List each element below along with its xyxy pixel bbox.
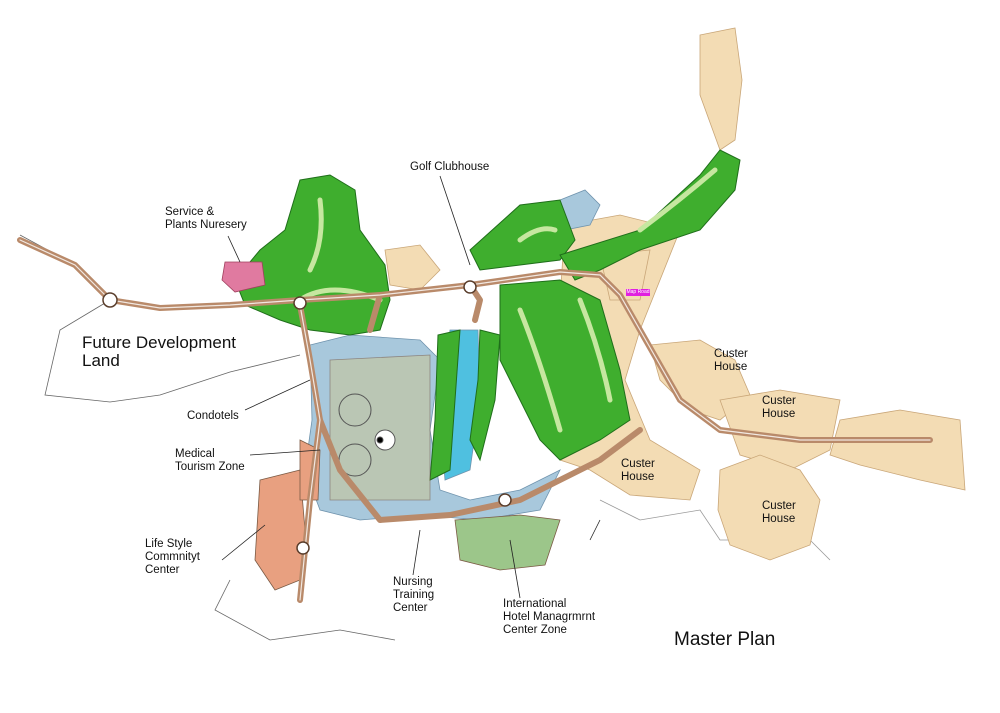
cluster-house-zones bbox=[384, 27, 966, 561]
map-title: Master Plan bbox=[674, 629, 776, 650]
roundabouts bbox=[102, 280, 512, 555]
road-sign: Map Road bbox=[626, 289, 650, 296]
site-boundary-south bbox=[214, 579, 396, 641]
label-golf-clubhouse: Golf Clubhouse bbox=[410, 161, 490, 173]
plants-nursery bbox=[221, 261, 266, 293]
golf-course bbox=[234, 149, 741, 481]
site-boundary-east bbox=[599, 499, 831, 561]
label-condotels: Condotels bbox=[187, 410, 239, 422]
label-service-nursery: Service &Plants Nuresery bbox=[165, 206, 247, 231]
road-centerline bbox=[19, 239, 931, 601]
fairways bbox=[297, 167, 718, 433]
urban-zones bbox=[254, 354, 561, 591]
leader-lines bbox=[221, 175, 601, 599]
